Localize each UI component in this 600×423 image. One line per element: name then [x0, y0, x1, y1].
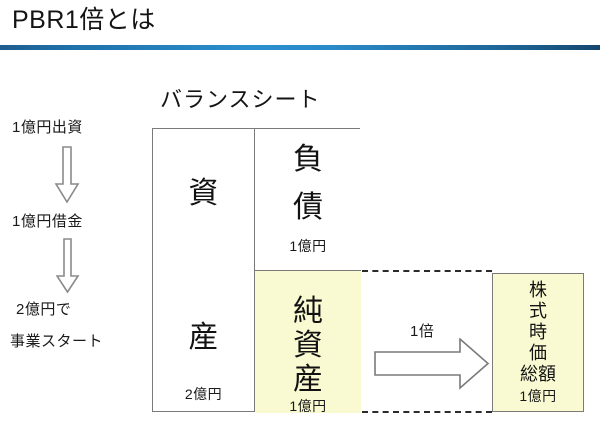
- right-block-arrow-icon: [374, 337, 490, 395]
- flow-step-3-label-line1: 2億円で: [16, 301, 72, 318]
- liabilities-cell: 負 債 1億円: [255, 129, 361, 271]
- net-assets-char-3: 産: [293, 363, 323, 396]
- liabilities-and-equity-column: 負 債 1億円 純 資 産 1億円: [255, 129, 361, 414]
- market-cap-box: 株 式 時 価 総額 1億円: [492, 273, 584, 412]
- page-title: PBR1倍とは: [12, 6, 156, 34]
- net-assets-char-1: 純: [293, 295, 323, 328]
- dashed-connector-line-top: [362, 270, 492, 272]
- balance-sheet-table: 資 産 2億円 負 債 1億円 純 資 産 1億円: [152, 128, 361, 414]
- market-cap-amount: 1億円: [519, 388, 557, 404]
- net-assets-amount: 1億円: [289, 398, 327, 414]
- net-assets-cell: 純 資 産 1億円: [255, 271, 361, 414]
- ratio-label: 1倍: [410, 323, 435, 340]
- assets-column: 資 産 2億円: [153, 129, 255, 411]
- title-divider-rule: [0, 45, 600, 50]
- net-assets-char-2: 資: [293, 329, 323, 362]
- flow-step-1-label: 1億円出資: [12, 119, 83, 136]
- assets-char-2: 産: [188, 321, 219, 354]
- assets-char-1: 資: [188, 177, 219, 210]
- market-cap-char-1: 株: [529, 280, 547, 300]
- liabilities-amount: 1億円: [289, 238, 327, 254]
- market-cap-char-5: 総額: [520, 364, 556, 384]
- assets-amount: 2億円: [184, 386, 223, 402]
- liabilities-char-2: 債: [293, 191, 323, 224]
- market-cap-char-2: 式: [529, 301, 547, 321]
- flow-step-2-label: 1億円借金: [12, 213, 83, 230]
- dashed-connector-line-bottom: [362, 411, 492, 413]
- market-cap-char-3: 時: [529, 322, 547, 342]
- down-arrow-icon: [55, 238, 80, 299]
- balance-sheet-heading: バランスシート: [160, 87, 321, 112]
- flow-step-3-label-line2: 事業スタート: [10, 333, 104, 350]
- down-arrow-icon: [54, 146, 80, 209]
- market-cap-char-4: 価: [529, 343, 547, 363]
- liabilities-char-1: 負: [293, 143, 323, 176]
